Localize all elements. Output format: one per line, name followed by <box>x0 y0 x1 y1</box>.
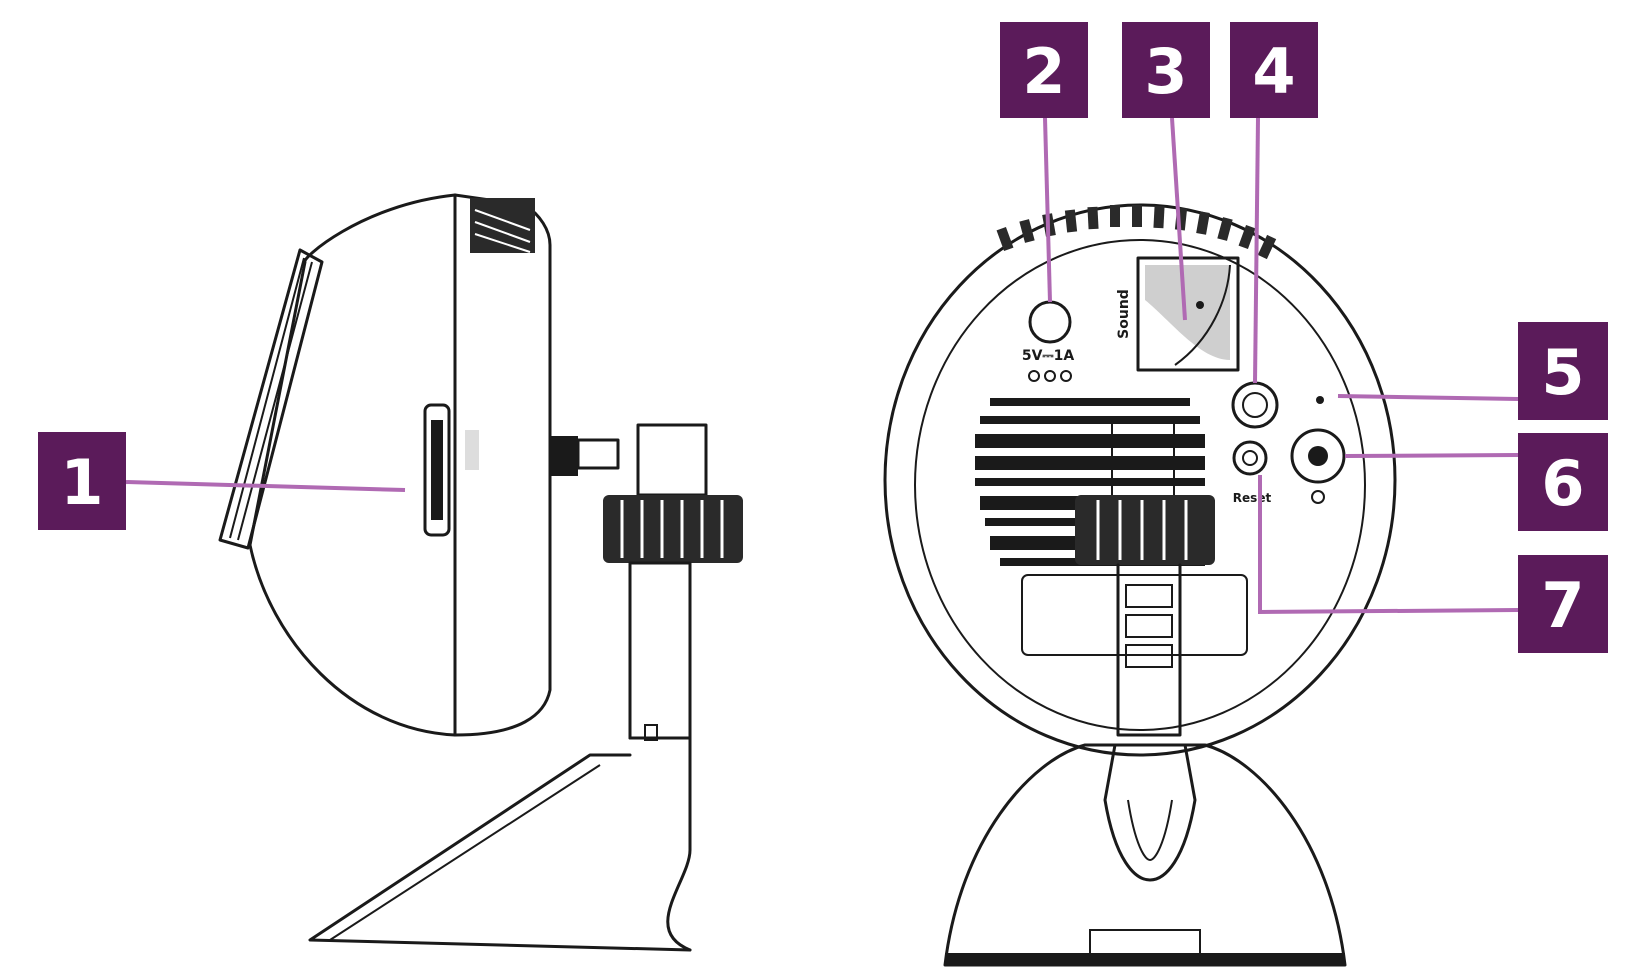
camera-body <box>248 193 457 737</box>
callout-3: 3 <box>1122 22 1210 118</box>
rear-top-vent <box>996 205 1277 260</box>
base-teardrop-cutout <box>1103 743 1197 882</box>
audio-jack <box>1290 428 1346 484</box>
hinge-block <box>550 436 578 476</box>
rear-stand-leg <box>1116 563 1182 737</box>
stand-top <box>636 423 708 497</box>
status-led <box>1316 396 1324 404</box>
callout-7-label: 7 <box>1541 569 1584 642</box>
leader-1 <box>124 480 406 492</box>
rear-stand-collar <box>1075 495 1215 565</box>
sound-label: Sound <box>1116 289 1132 339</box>
front-cover-plate <box>218 248 324 550</box>
callout-4: 4 <box>1230 22 1318 118</box>
speaker-cone-edge <box>1174 264 1231 366</box>
leader-7 <box>1258 475 1519 615</box>
camera-rear-shell <box>453 193 552 737</box>
label-plate <box>1021 574 1248 656</box>
power-polarity-icon <box>1028 370 1072 382</box>
ethernet-port-inner <box>1242 392 1268 418</box>
ethernet-port <box>1231 381 1279 429</box>
base-teardrop-inner <box>1127 799 1173 862</box>
speaker-grille <box>1136 256 1240 372</box>
stand-base-rear <box>628 736 692 952</box>
callout-5: 5 <box>1518 322 1608 420</box>
audio-jack-hole <box>1308 446 1328 466</box>
reset-label: Reset <box>1233 491 1272 505</box>
base-foot-tab <box>1089 929 1201 961</box>
stand-column <box>628 561 692 740</box>
hinge-arm <box>576 438 620 470</box>
audio-icon <box>1311 490 1325 504</box>
callout-3-label: 3 <box>1144 35 1187 108</box>
callout-6-label: 6 <box>1541 447 1584 520</box>
leader-4 <box>1253 117 1260 384</box>
stand-base-front <box>308 753 692 952</box>
microsd-slot <box>423 403 451 537</box>
base-notch <box>644 724 658 741</box>
rear-collar-ridges <box>1096 500 1188 560</box>
stand-collar-ridges <box>620 500 724 558</box>
leader-lines <box>124 117 1519 615</box>
rear-stand-leg-rungs <box>1125 584 1173 668</box>
callout-7: 7 <box>1518 555 1608 653</box>
camera-side-view <box>218 193 743 952</box>
callout-6: 6 <box>1518 433 1608 531</box>
power-rating-label: 5V⎓1A <box>1022 348 1074 364</box>
reset-button <box>1232 440 1268 476</box>
reset-button-inner <box>1242 450 1258 466</box>
callout-4-label: 4 <box>1252 35 1295 108</box>
callout-5-label: 5 <box>1541 336 1584 409</box>
microsd-slot-opening <box>431 420 443 520</box>
leader-5 <box>1337 394 1519 401</box>
callout-2: 2 <box>1000 22 1088 118</box>
callout-2-label: 2 <box>1022 35 1065 108</box>
callout-1: 1 <box>38 432 126 530</box>
rear-inner-ring <box>914 239 1366 731</box>
callout-1-label: 1 <box>60 446 103 519</box>
stand-collar <box>603 495 743 563</box>
power-jack <box>1028 300 1072 344</box>
slot-marking <box>465 430 479 470</box>
base-edge-line <box>329 764 601 941</box>
top-vent <box>470 198 535 253</box>
leader-3 <box>1170 117 1187 321</box>
camera-rear-view: 5V⎓1A Sound Reset <box>883 203 1397 967</box>
speaker-cone <box>1145 265 1230 360</box>
front-cover-hatching <box>229 257 313 541</box>
callout-boxes: 1 2 3 4 5 6 7 <box>38 22 1608 653</box>
top-vent-slats <box>474 209 531 253</box>
leader-2 <box>1043 117 1052 303</box>
speaker-dot <box>1196 301 1204 309</box>
leader-6 <box>1344 453 1519 458</box>
